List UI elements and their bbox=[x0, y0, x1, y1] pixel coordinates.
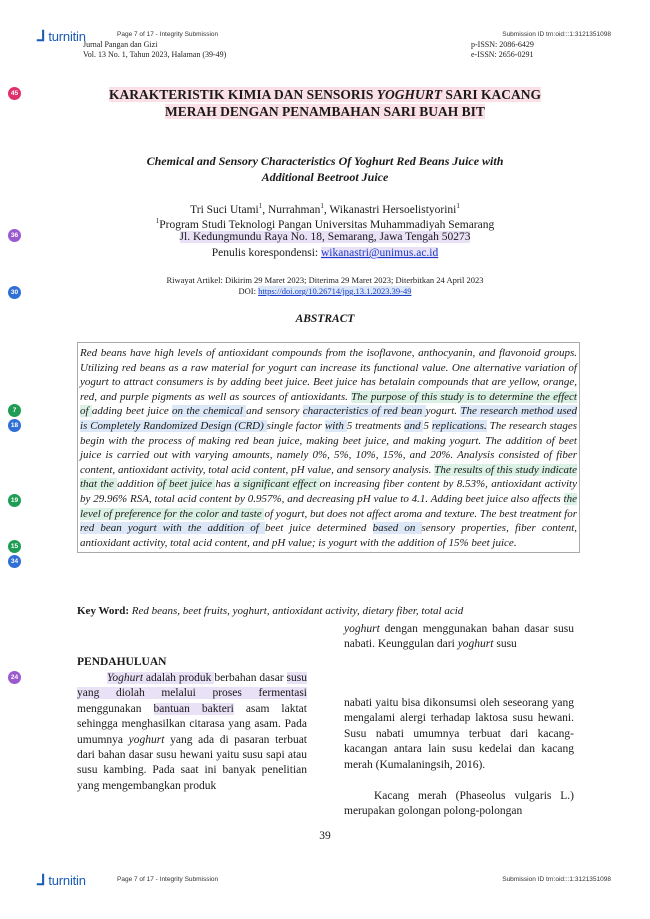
abstract-body: Red beans have high levels of antioxidan… bbox=[77, 342, 580, 554]
author: Wikanastri Hersoelistyorini bbox=[329, 203, 457, 216]
right-column-top: yoghurt dengan menggunakan bahan dasar s… bbox=[344, 622, 574, 653]
author-list: Tri Suci Utami1, Nurrahman1, Wikanastri … bbox=[190, 202, 460, 216]
keywords-text: Red beans, beet fruits, yoghurt, antioxi… bbox=[129, 605, 464, 617]
abstract-text: has bbox=[215, 478, 234, 491]
keywords: Key Word: Red beans, beet fruits, yoghur… bbox=[77, 605, 577, 617]
abstract-highlight: on the chemical bbox=[172, 405, 247, 418]
corr-label: Penulis korespondensi: bbox=[211, 247, 321, 259]
title-part: KARAKTERISTIK KIMIA DAN SENSORIS bbox=[108, 87, 377, 102]
turnitin-logo-footer: ⅃ turnitin bbox=[37, 871, 86, 889]
abstract-highlight: red bean yogurt with the addition of bbox=[80, 522, 265, 535]
submission-id: Submission ID trn:oid:::1:3121351098 bbox=[502, 31, 611, 38]
similarity-marker[interactable]: 15 bbox=[8, 540, 21, 553]
abstract-highlight: of beet juice bbox=[157, 478, 216, 491]
term-italic: Yoghurt bbox=[107, 672, 144, 684]
journal-eissn: e-ISSN: 2656-0291 bbox=[471, 50, 534, 59]
similarity-marker[interactable]: 34 bbox=[8, 555, 21, 568]
affiliation: 1Program Studi Teknologi Pangan Universi… bbox=[60, 214, 590, 233]
address: Jl. Kedungmundu Raya No. 18, Semarang, J… bbox=[60, 230, 590, 245]
author-sup: 1 bbox=[258, 202, 263, 210]
body-text: berbahan dasar bbox=[214, 672, 287, 684]
abstract-highlight: based on bbox=[372, 522, 422, 535]
abstract-text: The research stages begin with the proce… bbox=[80, 419, 578, 476]
doi-label: DOI: bbox=[238, 286, 259, 296]
abstract-highlight: color and taste bbox=[195, 507, 265, 520]
title-line2: MERAH DENGAN PENAMBAHAN SARI BUAH BIT bbox=[165, 104, 485, 119]
journal-pissn: p-ISSN: 2086-6429 bbox=[471, 40, 534, 49]
abstract-text: addition bbox=[117, 478, 158, 491]
abstract-highlight: and bbox=[404, 419, 424, 432]
abstract-text: of yogurt, but does not affect aroma and… bbox=[264, 507, 577, 520]
abstract-highlight: with bbox=[324, 419, 347, 432]
correspondence: Penulis korespondensi: wikanastri@unimus… bbox=[60, 246, 590, 261]
author: Tri Suci Utami bbox=[190, 203, 259, 216]
similarity-marker[interactable]: 45 bbox=[8, 87, 21, 100]
body-text: asam laktat sehingga menghasilkan citara… bbox=[77, 702, 307, 746]
address-text: Jl. Kedungmundu Raya No. 18, Semarang, J… bbox=[179, 231, 471, 243]
similarity-marker[interactable]: 30 bbox=[8, 286, 21, 299]
abstract-text: single factor bbox=[266, 419, 325, 432]
subtitle-line1: Chemical and Sensory Characteristics Of … bbox=[146, 154, 504, 168]
affiliation-sup: 1 bbox=[155, 217, 160, 225]
author: Nurrahman bbox=[267, 203, 321, 216]
paper-subtitle: Chemical and Sensory Characteristics Of … bbox=[60, 153, 590, 185]
abstract-highlight: replications. bbox=[431, 419, 487, 432]
abstract-text: Red beans have high levels of antioxidan… bbox=[80, 347, 577, 403]
turnitin-logo: ⅃ turnitin bbox=[37, 27, 86, 45]
page-number: 39 bbox=[319, 830, 331, 842]
similarity-marker[interactable]: 19 bbox=[8, 494, 21, 507]
doi-link[interactable]: https://doi.org/10.26714/jpg.13.1.2023.3… bbox=[258, 286, 412, 296]
body-highlight: adalah produk bbox=[143, 672, 215, 684]
submission-id-footer: Submission ID trn:oid:::1:3121351098 bbox=[502, 876, 611, 883]
title-part: SARI KACANG bbox=[442, 87, 542, 102]
author-sup: 1 bbox=[456, 202, 460, 210]
page-label-footer: Page 7 of 17 - Integrity Submission bbox=[117, 876, 219, 883]
abstract-text: 5 treatments bbox=[346, 419, 405, 432]
author-sup: 1 bbox=[320, 202, 324, 210]
similarity-marker[interactable]: 36 bbox=[8, 229, 21, 242]
abstract-heading: ABSTRACT bbox=[295, 313, 355, 325]
right-column-paragraph-2: Kacang merah (Phaseolus vulgaris L.) mer… bbox=[344, 790, 574, 818]
section-heading: PENDAHULUAN bbox=[77, 656, 167, 668]
doi-line: DOI: https://doi.org/10.26714/jpg.13.1.2… bbox=[60, 286, 590, 296]
title-part: YOGHURT bbox=[376, 87, 443, 102]
right-column-paragraph-1: nabati yaitu bisa dikonsumsi oleh seseor… bbox=[344, 697, 574, 771]
body-text: dengan menggunakan bahan dasar susu naba… bbox=[344, 623, 574, 651]
body-text: yang ada di pasaran terbuat dari bahan d… bbox=[77, 733, 307, 792]
abstract-text: 5 bbox=[423, 419, 432, 432]
body-highlight: bantuan bakteri bbox=[153, 702, 234, 715]
similarity-marker[interactable]: 18 bbox=[8, 419, 21, 432]
left-column-paragraph: Yoghurt adalah produk berbahan dasar sus… bbox=[77, 671, 307, 794]
paper-title: KARAKTERISTIK KIMIA DAN SENSORIS YOGHURT… bbox=[60, 86, 590, 120]
similarity-marker[interactable]: 24 bbox=[8, 671, 21, 684]
journal-name: Jurnal Pangan dan Gizi bbox=[83, 40, 158, 49]
abstract-text: sensory properties, fiber content, antio… bbox=[80, 522, 578, 549]
page-label: Page 7 of 17 - Integrity Submission bbox=[117, 31, 219, 38]
abstract-text: beet juice determined bbox=[264, 522, 373, 535]
logo-text: turnitin bbox=[48, 872, 86, 888]
term-italic: yoghurt bbox=[344, 623, 380, 635]
similarity-marker[interactable]: 7 bbox=[8, 404, 21, 417]
subtitle-line2: Additional Beetroot Juice bbox=[261, 170, 389, 184]
body-text: susu bbox=[493, 638, 517, 651]
abstract-highlight: characteristics of red bean bbox=[302, 405, 426, 418]
turnitin-logo-icon: ⅃ bbox=[37, 872, 46, 889]
corr-email-link[interactable]: wikanastri@unimus.ac.id bbox=[320, 247, 439, 259]
logo-text: turnitin bbox=[48, 28, 86, 44]
journal-volume: Vol. 13 No. 1, Tahun 2023, Halaman (39-4… bbox=[83, 50, 227, 59]
abstract-text: adding beet juice bbox=[91, 405, 173, 418]
abstract-text: yogurt. bbox=[425, 405, 461, 418]
turnitin-logo-icon: ⅃ bbox=[37, 28, 46, 45]
keywords-label: Key Word: bbox=[77, 605, 130, 617]
abstract-highlight: a significant effect bbox=[233, 478, 320, 491]
abstract-text: on increasing fiber content by 8.53%, an… bbox=[80, 478, 577, 505]
article-history: Riwayat Artikel: Dikirim 29 Maret 2023; … bbox=[166, 275, 484, 285]
turnitin-footer: ⅃ turnitin Page 7 of 17 - Integrity Subm… bbox=[0, 866, 650, 896]
body-text: menggunakan bbox=[77, 702, 154, 715]
term-italic: yoghurt bbox=[128, 733, 165, 746]
term-italic: yoghurt bbox=[457, 638, 494, 651]
affiliation-text: Program Studi Teknologi Pangan Universit… bbox=[159, 218, 495, 231]
abstract-text: and sensory bbox=[246, 405, 303, 418]
